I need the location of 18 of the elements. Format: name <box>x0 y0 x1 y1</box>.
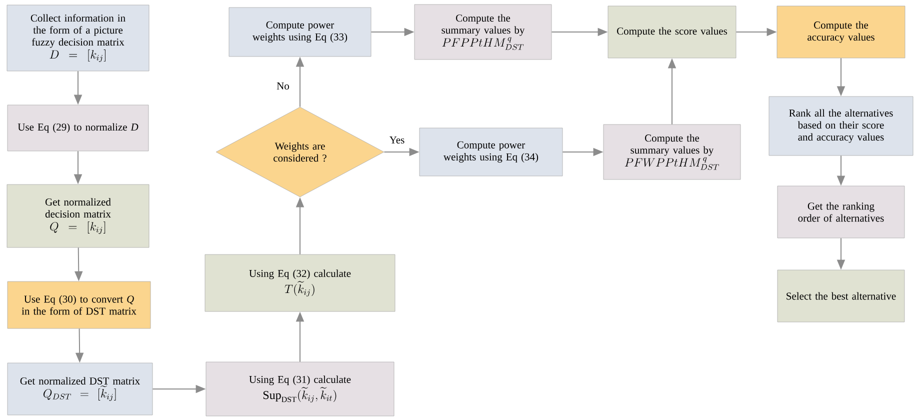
process-box: Compute the summary values by $PFPPtHM^{\,q}_{DST}$ <box>414 4 552 60</box>
process-box: Using Eq (32) calculate $T(\widetilde{k}_{ij})$ <box>204 254 396 312</box>
edge-label: No <box>276 82 290 90</box>
process-box: Select the best alternative <box>777 270 905 322</box>
process-box: Using Eq (31) calculate $\mathrm{Sup}_{\mathrm{DST}}(\widetilde{k}_{ij},\widetilde{k}_{it})$ <box>206 362 394 416</box>
process-box: Use Eq (29) to normalize D <box>7 104 149 152</box>
process-box: Compute power weights using Eq (33) <box>228 7 372 57</box>
process-box: Rank all the alternatives based on their score and accuracy values <box>768 96 914 156</box>
process-box: Use Eq (30) to convert Q in the form of DST matrix <box>7 281 151 329</box>
process-box: Compute the summary values by $PFWPPtHM^{\,q}_{DST}$ <box>603 124 741 180</box>
process-box: Compute the accuracy values <box>776 6 906 58</box>
process-box: Get normalized decision matrix $Q=[k_{ij}]$ <box>6 184 150 248</box>
process-box: Compute the score values <box>608 6 736 58</box>
edge-label: Yes <box>388 136 406 144</box>
process-box: Get the ranking order of alternatives <box>777 186 905 238</box>
process-box: Compute power weights using Eq (34) <box>419 128 563 176</box>
process-box: Collect information in the form of a picture fuzzy decision matrix $D=[k_{ij}]$ <box>6 4 150 72</box>
process-box: Get normalized DST matrix $Q_{DST}=[\widetilde{k}_{ij}]$ <box>7 362 153 416</box>
